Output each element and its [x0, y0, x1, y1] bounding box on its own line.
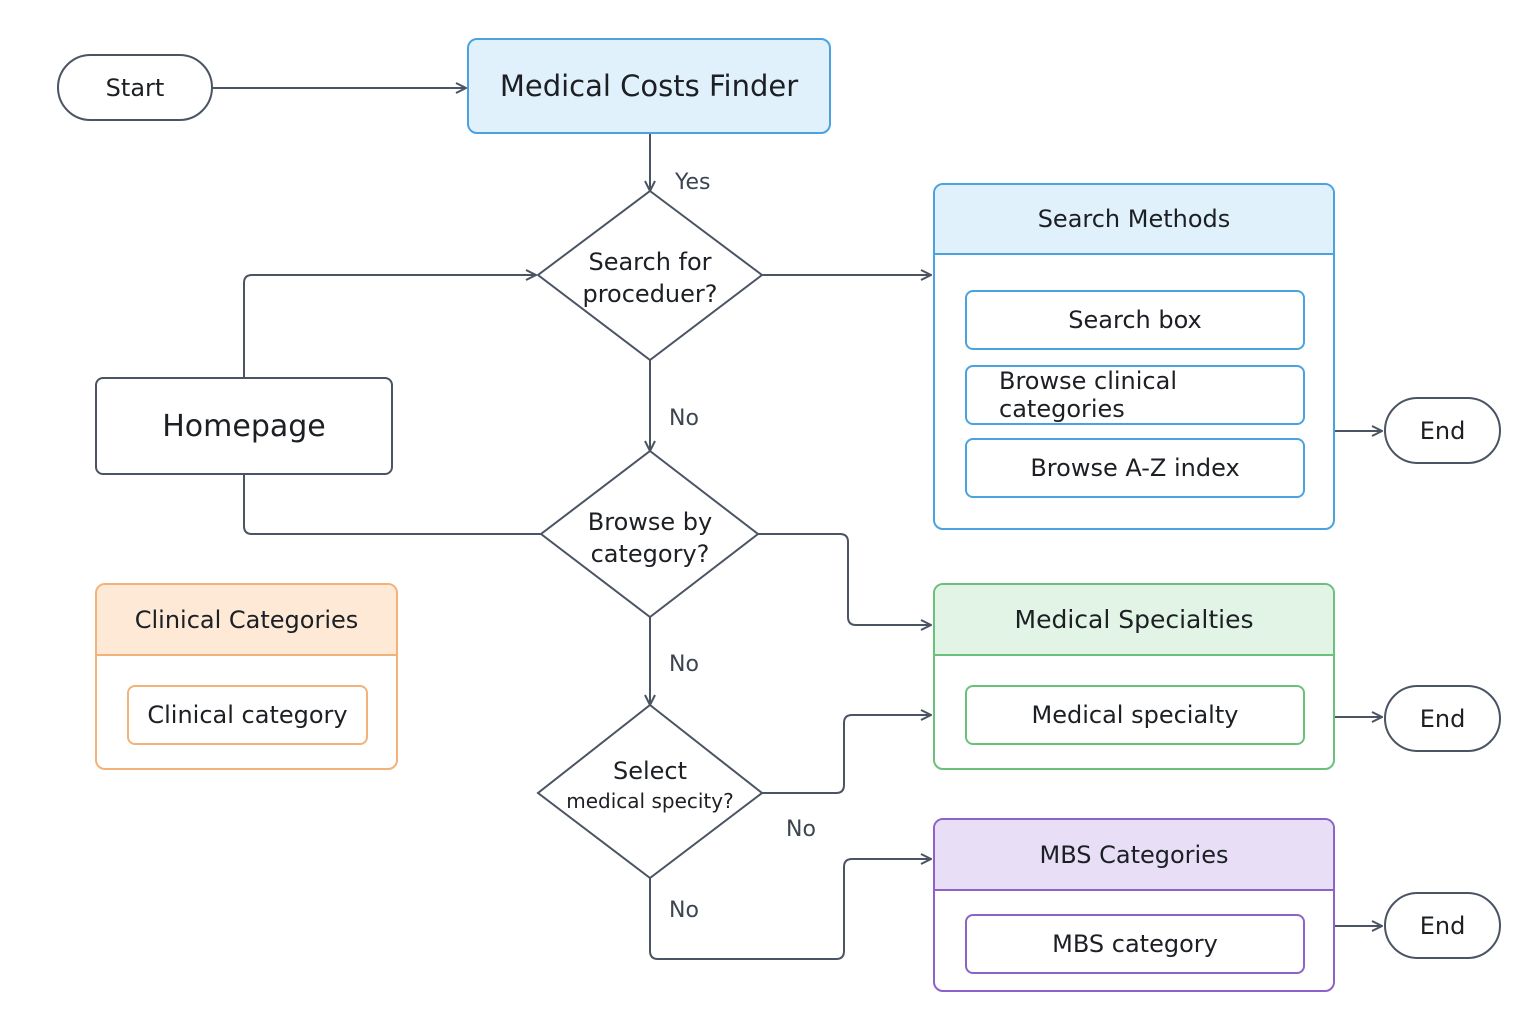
clinical-categories-header: Clinical Categories: [97, 585, 396, 656]
browse-a-z-index-option[interactable]: Browse A-Z index: [965, 438, 1305, 498]
mbs-categories-header: MBS Categories: [935, 820, 1333, 891]
clinical-categories-group: Clinical Categories Clinical category: [95, 583, 398, 770]
decision-select-line2: medical specity?: [566, 789, 734, 813]
clinical-category-option[interactable]: Clinical category: [127, 685, 368, 745]
decision-search-shape: [536, 189, 764, 362]
search-methods-group: Search Methods Search box Browse clinica…: [933, 183, 1335, 530]
edge-label-no-4: No: [669, 898, 699, 923]
browse-clinical-categories-option[interactable]: Browse clinical categories: [965, 365, 1305, 425]
end-terminal-specialty[interactable]: End: [1384, 685, 1501, 752]
decision-select-shape: [536, 703, 764, 880]
edge-label-no-1: No: [669, 406, 699, 431]
connector-browse-decision-to-medical-specialties: [758, 533, 931, 625]
mbs-categories-group: MBS Categories MBS category: [933, 818, 1335, 992]
edge-label-yes: Yes: [675, 170, 711, 195]
decision-select-label: Select medical specity?: [550, 756, 750, 816]
end-terminal-search[interactable]: End: [1384, 397, 1501, 464]
medical-specialties-header: Medical Specialties: [935, 585, 1333, 656]
connector-select-decision-to-medical-specialties: [762, 715, 931, 794]
connector-homepage-to-browse-decision: [243, 475, 541, 535]
decision-search-label: Search for proceduer?: [582, 248, 718, 308]
connector-select-decision-to-mbs-categories: [649, 859, 931, 960]
edge-label-no-2: No: [669, 652, 699, 677]
decision-browse-label: Browse by category?: [587, 508, 713, 568]
start-terminal[interactable]: Start: [57, 54, 213, 121]
decision-select-line1: Select: [612, 757, 688, 785]
edge-label-no-3: No: [786, 817, 816, 842]
medical-costs-finder-node[interactable]: Medical Costs Finder: [467, 38, 831, 134]
end-terminal-mbs[interactable]: End: [1384, 892, 1501, 959]
connector-homepage-to-search-decision: [243, 275, 536, 377]
medical-specialty-option[interactable]: Medical specialty: [965, 685, 1305, 745]
mbs-category-option[interactable]: MBS category: [965, 914, 1305, 974]
search-box-option[interactable]: Search box: [965, 290, 1305, 350]
medical-specialties-group: Medical Specialties Medical specialty: [933, 583, 1335, 770]
decision-browse-shape: [539, 449, 760, 619]
search-methods-header: Search Methods: [935, 185, 1333, 255]
homepage-node[interactable]: Homepage: [95, 377, 393, 475]
